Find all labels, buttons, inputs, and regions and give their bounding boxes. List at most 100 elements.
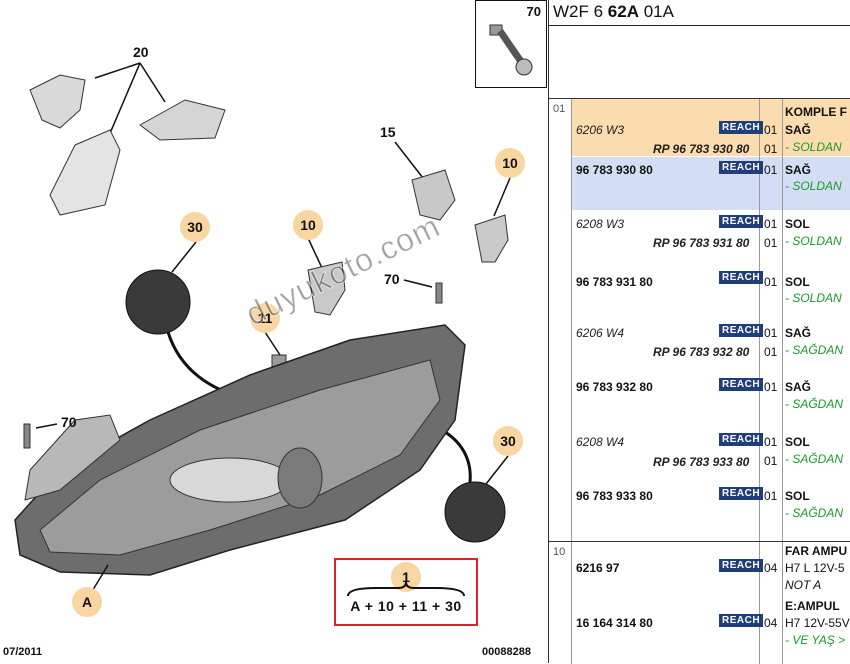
callout-cap-right: 30: [493, 426, 523, 456]
label-screw-left-number: 70: [61, 414, 77, 430]
reach-badge: REACH: [719, 614, 764, 627]
description: SAĞ: [785, 380, 812, 394]
header-rule: [549, 25, 850, 26]
inset-number: 70: [526, 4, 541, 19]
note: - SOLDAN: [785, 291, 842, 305]
quantity: 01: [764, 326, 778, 340]
screw-inset: 70: [475, 0, 547, 88]
description: SAĞ: [785, 163, 812, 177]
parts-diagram: 20 15 70 70 30 10 10 11 30 A 1 A + 10 + …: [3, 0, 547, 658]
quantity: 04: [764, 561, 778, 575]
bracket-middle: [49, 129, 121, 216]
description: FAR AMPU: [785, 544, 848, 558]
reach-badge: REACH: [719, 271, 764, 284]
bracket-upper-left: [29, 74, 86, 129]
parts-table: 01 10 6206 W3 REACH RP 96 783 930 80 01 …: [549, 98, 850, 664]
column-separator: [782, 99, 783, 664]
quantity: 01: [764, 163, 778, 177]
quantity: 01: [764, 217, 778, 231]
description: SAĞ: [785, 326, 812, 340]
footer-code: 00088288: [482, 646, 531, 658]
group-separator: [549, 541, 850, 542]
label-screw-top-number: 70: [384, 271, 400, 287]
brace-icon: [347, 582, 465, 597]
screw-top: [435, 282, 443, 304]
exploded-view-drawing: [14, 62, 511, 599]
quantity: 01: [764, 435, 778, 449]
kit-formula-box: 1 A + 10 + 11 + 30: [334, 558, 478, 626]
part-ref: 16 164 314 80: [576, 616, 653, 630]
callout-connector: 11: [250, 303, 280, 333]
bulb-upper-right: [474, 214, 509, 263]
note: - SOLDAN: [785, 179, 842, 193]
part-ref: 6208 W4: [576, 435, 625, 449]
reach-badge: REACH: [719, 215, 764, 228]
part-ref: 6216 97: [576, 561, 620, 575]
quantity: 04: [764, 616, 778, 630]
part-ref-secondary: RP 96 783 933 80: [653, 455, 750, 469]
note: - SOLDAN: [785, 140, 842, 154]
bracket-right: [139, 99, 226, 141]
header-prefix: W2F 6: [553, 2, 608, 21]
note: - SAĞDAN: [785, 397, 844, 411]
description: H7 12V-55V: [785, 616, 850, 630]
part-ref-secondary: RP 96 783 931 80: [653, 236, 750, 250]
screw-inset-icon: [489, 24, 533, 76]
callout-cap-left: 30: [180, 212, 210, 242]
description: H7 L 12V-5: [785, 561, 845, 575]
group-label: 01: [553, 103, 566, 115]
header-suffix: 01A: [638, 2, 674, 21]
panel-divider: [548, 0, 549, 663]
callout-bulb-right: 10: [495, 148, 525, 178]
description: KOMPLE F: [785, 105, 847, 119]
note: - SAĞDAN: [785, 343, 844, 357]
description: SOL: [785, 489, 810, 503]
label-motor-number: 15: [380, 124, 396, 140]
bulb-middle: [307, 261, 346, 316]
quantity: 01: [764, 142, 778, 156]
header-bold: 62A: [607, 2, 639, 21]
quantity: 01: [764, 489, 778, 503]
note: - SAĞDAN: [785, 452, 844, 466]
description: SAĞ: [785, 123, 812, 137]
part-ref: 96 783 933 80: [576, 489, 653, 503]
quantity: 01: [764, 123, 778, 137]
callout-bulb-middle: 10: [293, 210, 323, 240]
note: NOT A: [785, 578, 822, 592]
description: SOL: [785, 435, 810, 449]
note: - VE YAŞ >: [785, 633, 846, 647]
reach-badge: REACH: [719, 378, 764, 391]
kit-formula-text: A + 10 + 11 + 30: [350, 598, 462, 614]
group-label: 10: [553, 546, 566, 558]
reach-badge: REACH: [719, 161, 764, 174]
reach-badge: REACH: [719, 324, 764, 337]
footer-date: 07/2011: [3, 646, 43, 658]
note: - SOLDAN: [785, 234, 842, 248]
cover-cap-left: [125, 269, 191, 335]
quantity: 01: [764, 275, 778, 289]
part-ref: 96 783 930 80: [576, 163, 653, 177]
part-ref-secondary: RP 96 783 932 80: [653, 345, 750, 359]
part-ref: 6208 W3: [576, 217, 625, 231]
description: SOL: [785, 275, 810, 289]
reach-badge: REACH: [719, 433, 764, 446]
description: SOL: [785, 217, 810, 231]
row-highlight-orange: [571, 99, 850, 156]
part-ref-secondary: RP 96 783 930 80: [653, 142, 750, 156]
part-ref: 6206 W4: [576, 326, 625, 340]
part-ref: 96 783 932 80: [576, 380, 653, 394]
reach-badge: REACH: [719, 559, 764, 572]
column-separator: [571, 99, 572, 664]
leveling-motor: [411, 169, 456, 221]
label-bracket-number: 20: [133, 44, 149, 60]
part-ref: 96 783 931 80: [576, 275, 653, 289]
screw-left: [23, 423, 31, 449]
cover-cap-right: [444, 481, 506, 543]
callout-headlamp: A: [72, 587, 102, 617]
reach-badge: REACH: [719, 487, 764, 500]
part-ref: 6206 W3: [576, 123, 625, 137]
quantity: 01: [764, 454, 778, 468]
reference-header: W2F 6 62A 01A: [553, 2, 674, 22]
note: - SAĞDAN: [785, 506, 844, 520]
quantity: 01: [764, 236, 778, 250]
